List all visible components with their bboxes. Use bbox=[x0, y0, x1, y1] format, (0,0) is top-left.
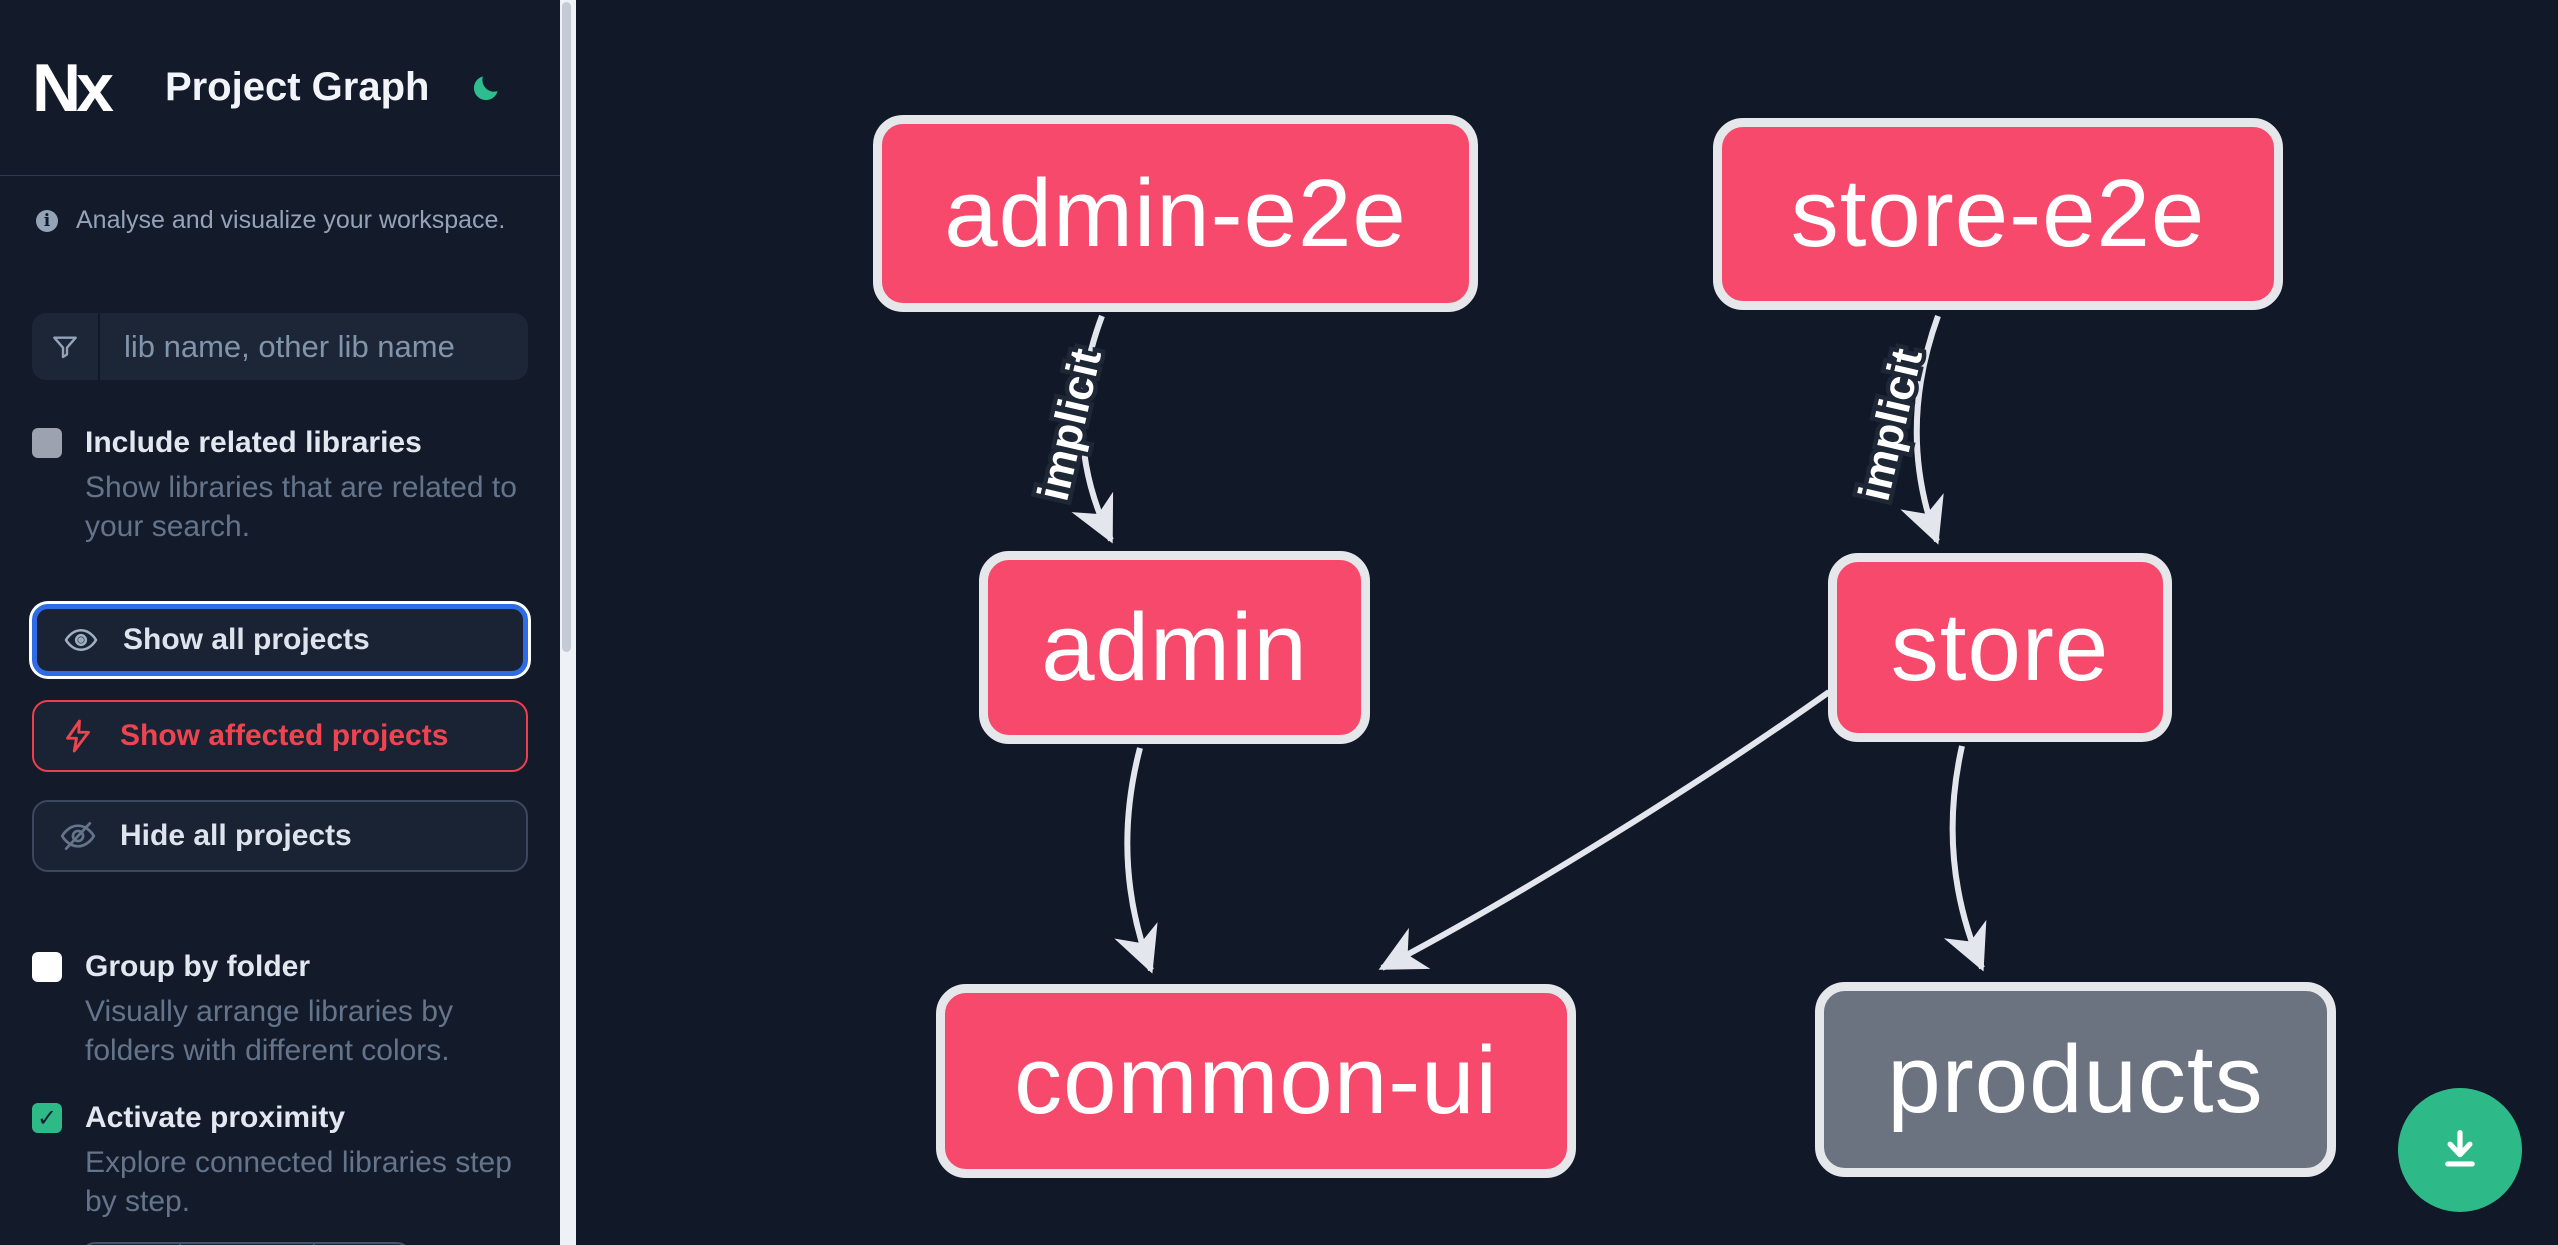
edge-admin-common-ui[interactable] bbox=[1114, 747, 1158, 974]
edge-admin-e2e-admin[interactable] bbox=[1071, 314, 1114, 544]
search-input[interactable] bbox=[100, 313, 528, 380]
info-icon: i bbox=[36, 209, 58, 232]
download-icon bbox=[2445, 1129, 2475, 1167]
option-activate-proximity: ✓ Activate proximity Explore connected l… bbox=[32, 1100, 528, 1221]
button-label: Hide all projects bbox=[120, 819, 352, 852]
checkbox-include-related[interactable] bbox=[32, 428, 62, 458]
sidebar-header: Nx Project Graph bbox=[0, 0, 560, 176]
show-affected-projects-button[interactable]: Show affected projects bbox=[32, 700, 528, 772]
graph-node-store-e2e[interactable]: store-e2e bbox=[1713, 118, 2283, 310]
graph-node-admin-e2e[interactable]: admin-e2e bbox=[873, 115, 1478, 312]
sidebar: Nx Project Graph i Analyse and visualize… bbox=[0, 0, 560, 1245]
graph-node-products[interactable]: products bbox=[1815, 982, 2336, 1177]
eye-off-icon bbox=[58, 817, 98, 855]
edge-store-products[interactable] bbox=[1943, 745, 1987, 972]
option-label: Include related libraries bbox=[85, 426, 422, 459]
tagline-row: i Analyse and visualize your workspace. bbox=[36, 206, 528, 235]
tagline-text: Analyse and visualize your workspace. bbox=[76, 206, 506, 234]
nx-logo: Nx bbox=[32, 49, 114, 126]
graph-node-admin[interactable]: admin bbox=[979, 551, 1370, 744]
option-description: Explore connected libraries step by step… bbox=[85, 1146, 512, 1218]
option-description: Show libraries that are related to your … bbox=[85, 471, 517, 543]
checkbox-activate-proximity[interactable]: ✓ bbox=[32, 1103, 62, 1133]
show-all-projects-button[interactable]: Show all projects bbox=[32, 604, 528, 676]
option-label: Activate proximity bbox=[85, 1101, 346, 1134]
project-actions: Show all projects Show affected projects bbox=[32, 604, 528, 872]
option-description: Visually arrange libraries by folders wi… bbox=[85, 995, 453, 1067]
search-box bbox=[32, 313, 528, 380]
graph-node-store[interactable]: store bbox=[1828, 553, 2172, 742]
option-include-related-libraries: Include related libraries Show libraries… bbox=[32, 425, 528, 546]
moon-icon[interactable] bbox=[469, 71, 503, 105]
button-label: Show all projects bbox=[123, 623, 370, 656]
page-title: Project Graph bbox=[164, 65, 430, 109]
sidebar-scrollbar-thumb[interactable] bbox=[562, 2, 571, 652]
checkbox-group-by-folder[interactable] bbox=[32, 952, 62, 982]
eye-icon bbox=[61, 622, 101, 658]
sidebar-scrollbar-track[interactable] bbox=[560, 0, 576, 1245]
edge-label-implicit: implicit bbox=[1029, 344, 1111, 505]
edge-store-e2e-store[interactable] bbox=[1900, 314, 1944, 545]
option-group-by-folder: Group by folder Visually arrange librari… bbox=[32, 949, 528, 1070]
graph-node-common-ui[interactable]: common-ui bbox=[936, 984, 1576, 1178]
download-graph-button[interactable] bbox=[2398, 1088, 2522, 1212]
edge-store-common-ui[interactable] bbox=[1378, 689, 1831, 971]
button-label: Show affected projects bbox=[120, 719, 449, 752]
filter-funnel-icon bbox=[32, 313, 100, 380]
option-label: Group by folder bbox=[85, 950, 310, 983]
lightning-bolt-icon bbox=[58, 717, 98, 755]
hide-all-projects-button[interactable]: Hide all projects bbox=[32, 800, 528, 872]
